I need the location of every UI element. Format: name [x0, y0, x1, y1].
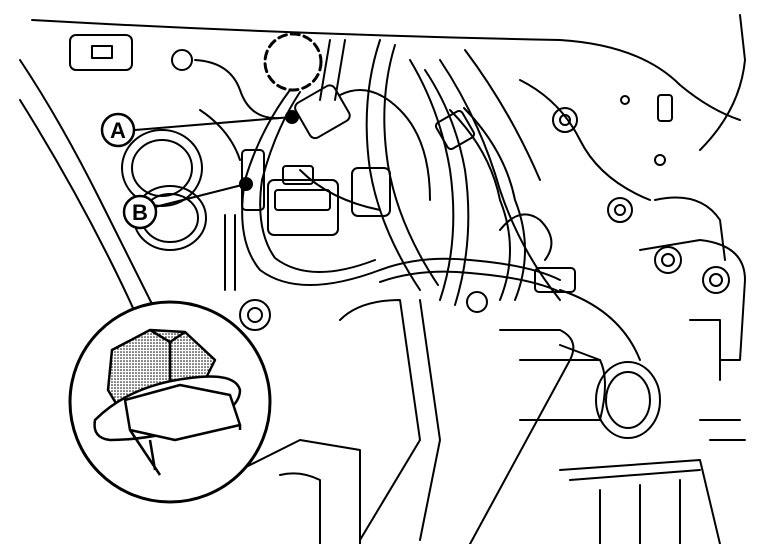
callout-b-label: B	[132, 200, 148, 225]
leader-line-a	[134, 116, 293, 131]
callout-a: A	[100, 112, 136, 148]
wiring-harness	[241, 39, 641, 361]
dashed-highlight-circle	[263, 32, 323, 92]
callout-a-label: A	[110, 118, 126, 143]
target-point-b	[239, 177, 253, 191]
leader-line-b	[154, 183, 247, 208]
pedal-assembly	[239, 299, 746, 545]
target-point-a	[285, 110, 299, 124]
body-panel	[19, 14, 746, 351]
detail-inset	[68, 300, 272, 504]
callout-b: B	[122, 194, 158, 230]
connectors	[241, 84, 746, 361]
